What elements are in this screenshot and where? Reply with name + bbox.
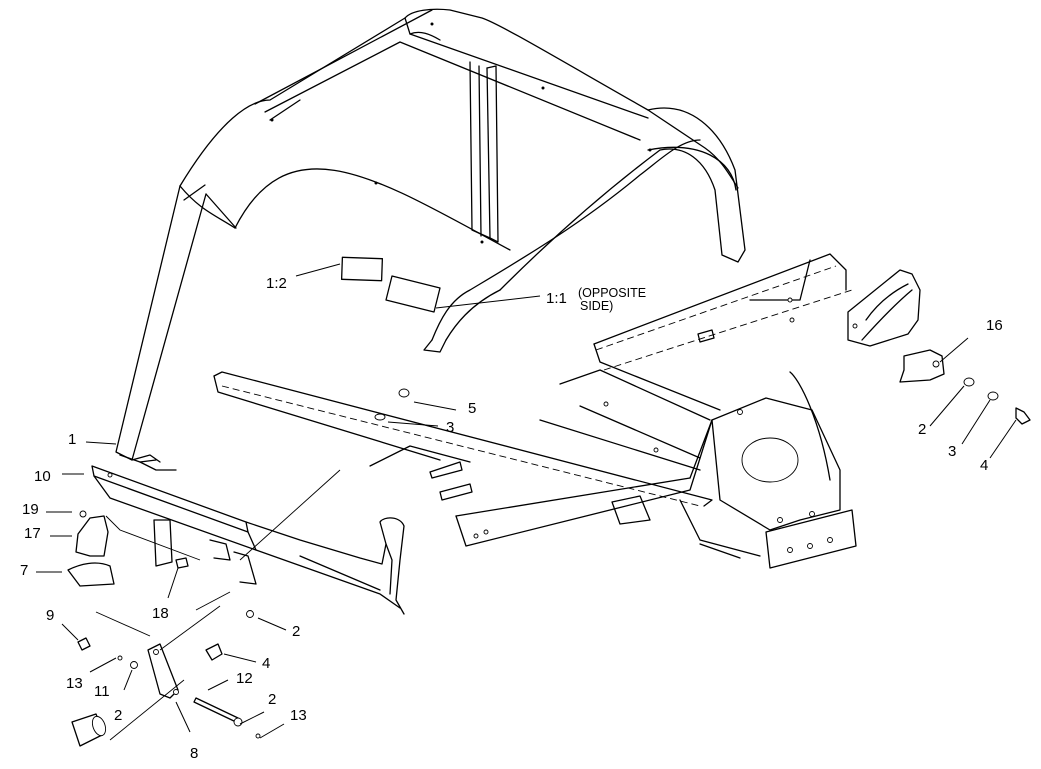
- part-7: [67, 562, 115, 587]
- callout-12: 12: [236, 670, 253, 687]
- bolt-4-right: [1015, 407, 1031, 425]
- pin-13b: [255, 733, 261, 739]
- callout-labels: 1:2 1:1 (OPPOSITE SIDE) 16 5 3 1 10 19 1…: [20, 275, 1003, 762]
- canopy-rops-frame: [115, 8, 746, 463]
- callout-10: 10: [34, 468, 51, 485]
- callout-13-right: 13: [290, 707, 307, 724]
- pin-13a: [117, 655, 123, 661]
- callout-1: 1: [68, 431, 76, 448]
- callout-18: 18: [152, 605, 169, 622]
- link-8: [147, 643, 179, 699]
- washer-2-mid: [246, 610, 254, 618]
- mount-bar: [91, 461, 405, 615]
- leader-lines: [36, 263, 1017, 741]
- nut-5: [398, 388, 410, 398]
- frame-hole: [741, 437, 799, 483]
- washer-2-right: [963, 377, 975, 387]
- callout-2-right: 2: [918, 421, 926, 438]
- callout-8: 8: [190, 745, 198, 762]
- callout-5: 5: [468, 400, 476, 417]
- decal-1-2: [340, 256, 384, 282]
- callout-17: 17: [24, 525, 41, 542]
- bracket-17: [75, 515, 109, 557]
- callout-note-line-1: (OPPOSITE: [578, 286, 646, 300]
- rod-12: [193, 697, 239, 723]
- callout-9: 9: [46, 607, 54, 624]
- bracket-16: [899, 349, 945, 383]
- washer-2-left: [130, 661, 138, 669]
- fastener-19: [79, 510, 87, 518]
- callout-7: 7: [20, 562, 28, 579]
- callout-11: 11: [94, 683, 110, 700]
- callout-16: 16: [986, 317, 1003, 334]
- bolt-4-mid: [205, 643, 223, 661]
- callout-3-right: 3: [948, 443, 956, 460]
- callout-2-left: 2: [114, 707, 122, 724]
- callout-13-left: 13: [66, 675, 83, 692]
- hardware: [67, 388, 410, 747]
- callout-1-1: 1:1: [546, 290, 567, 307]
- callout-2-mid: 2: [292, 623, 300, 640]
- callout-3-top: 3: [446, 419, 454, 436]
- chassis-frame: [213, 253, 857, 569]
- callout-2-low: 2: [268, 691, 276, 708]
- decal-1-1: [385, 275, 441, 313]
- callout-4-mid: 4: [262, 655, 270, 672]
- callout-4-right: 4: [980, 457, 988, 474]
- right-bracket-assembly: [847, 269, 1031, 425]
- lockwasher-3: [374, 413, 386, 421]
- callout-1-2: 1:2: [266, 275, 287, 292]
- bolt-9: [77, 637, 91, 651]
- lockwasher-3-right: [987, 391, 999, 401]
- bolt-18: [175, 557, 189, 569]
- callout-19: 19: [22, 501, 39, 518]
- washer-2-low: [233, 717, 243, 727]
- callout-note-line-2: SIDE): [580, 299, 613, 313]
